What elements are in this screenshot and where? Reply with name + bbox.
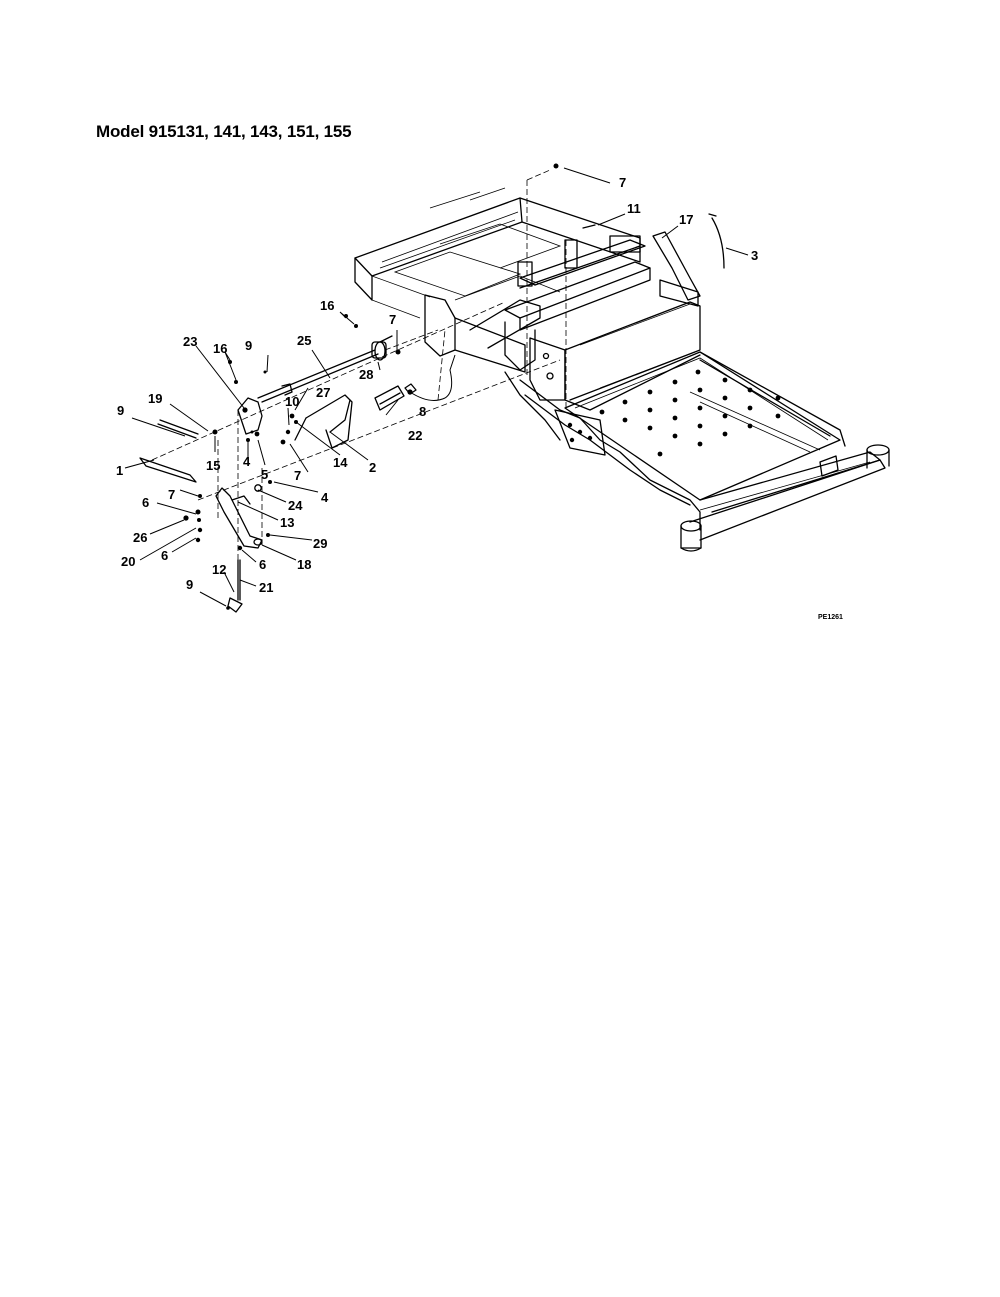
callout-7: 7 xyxy=(389,312,396,327)
callout-7: 7 xyxy=(168,487,175,502)
callout-6: 6 xyxy=(161,548,168,563)
diagram-title: Model 915131, 141, 143, 151, 155 xyxy=(96,122,352,141)
callouts: 7 11 17 3 16 7 25 23 16 9 28 8 27 10 22 … xyxy=(116,175,758,595)
callout-1: 1 xyxy=(116,463,123,478)
callout-15: 15 xyxy=(206,458,220,473)
callout-3: 3 xyxy=(751,248,758,263)
callout-14: 14 xyxy=(333,455,348,470)
callout-11: 11 xyxy=(627,201,641,216)
callout-16: 16 xyxy=(213,341,227,356)
callout-9: 9 xyxy=(245,338,252,353)
callout-25: 25 xyxy=(297,333,311,348)
callout-4: 4 xyxy=(321,490,329,505)
callout-18: 18 xyxy=(297,557,311,572)
callout-9: 9 xyxy=(117,403,124,418)
callout-21: 21 xyxy=(259,580,273,595)
callout-6: 6 xyxy=(142,495,149,510)
callout-22: 22 xyxy=(408,428,422,443)
assembly-lines xyxy=(151,169,567,600)
callout-7: 7 xyxy=(619,175,626,190)
callout-5: 5 xyxy=(261,467,268,482)
callout-2: 2 xyxy=(369,460,376,475)
callout-6: 6 xyxy=(259,557,266,572)
callout-9: 9 xyxy=(186,577,193,592)
callout-28: 28 xyxy=(359,367,373,382)
callout-23: 23 xyxy=(183,334,197,349)
callout-8: 8 xyxy=(419,404,426,419)
linkage-parts xyxy=(139,163,725,613)
callout-17: 17 xyxy=(679,212,693,227)
callout-27: 27 xyxy=(316,385,330,400)
leader-lines xyxy=(124,167,749,607)
callout-24: 24 xyxy=(288,498,303,513)
callout-19: 19 xyxy=(148,391,162,406)
frame-assembly xyxy=(354,187,890,552)
callout-7: 7 xyxy=(294,468,301,483)
floor-holes xyxy=(599,369,781,457)
callout-4: 4 xyxy=(243,454,251,469)
callout-26: 26 xyxy=(133,530,147,545)
callout-12: 12 xyxy=(212,562,226,577)
callout-29: 29 xyxy=(313,536,327,551)
callout-20: 20 xyxy=(121,554,135,569)
callout-16: 16 xyxy=(320,298,334,313)
figure-code: PE1261 xyxy=(818,614,843,621)
callout-13: 13 xyxy=(280,515,294,530)
callout-10: 10 xyxy=(285,394,299,409)
